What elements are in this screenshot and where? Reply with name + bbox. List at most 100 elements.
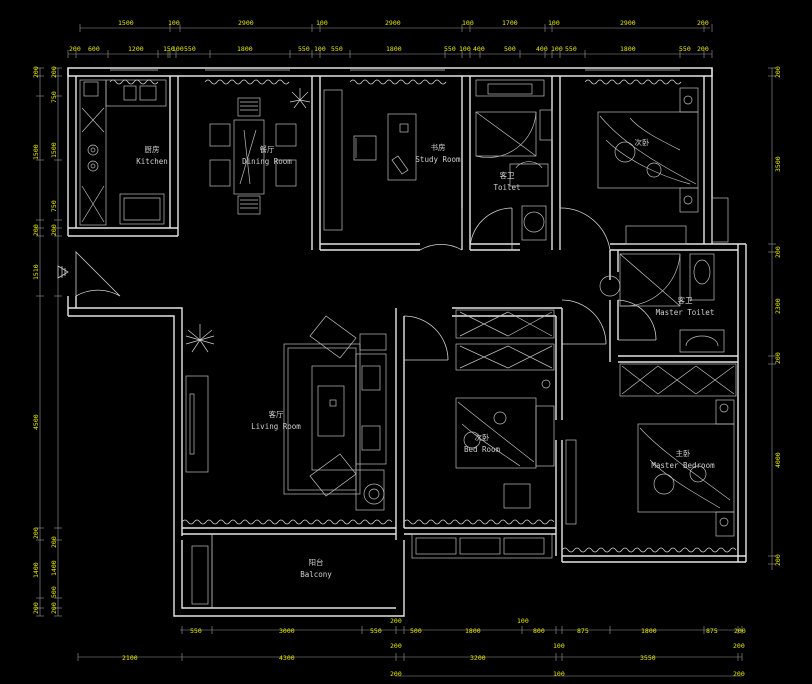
- room-label-en: Toilet: [493, 183, 520, 192]
- room-label-cn: 次卧: [475, 432, 490, 442]
- dim-bottom-mid: 200: [733, 642, 745, 650]
- dim-left: 200: [50, 602, 58, 614]
- room-label-cn: 主卧: [676, 448, 691, 458]
- dim-top-inner: 400: [536, 45, 548, 53]
- dim-top-inner: 500: [504, 45, 516, 53]
- dim-top-inner: 550: [444, 45, 456, 53]
- dim-left: 1500: [50, 142, 58, 158]
- bottom-inner-dimensions: 550 3000 550 200 500 1800 100 800 875 18…: [190, 617, 746, 635]
- master-bedroom-furniture: [565, 363, 737, 537]
- plant-icon: [185, 88, 311, 353]
- dim-bottom: 550: [370, 627, 382, 635]
- dim-left: 750: [50, 91, 58, 103]
- room-label-en: Bed Room: [464, 445, 501, 454]
- dim-top-inner: 550: [679, 45, 691, 53]
- dim-top-inner: 150: [163, 45, 175, 53]
- dim-top-inner: 550: [184, 45, 196, 53]
- room-label-cn: 客卫: [678, 295, 693, 305]
- dim-top-outer-3: 2900: [238, 19, 254, 27]
- dim-right: 4000: [774, 452, 782, 468]
- room-labels: 厨房 Kitchen 餐厅 Dining Room 书房 Study Room …: [136, 137, 715, 579]
- room-label-cn: 厨房: [145, 144, 160, 154]
- dim-bottom-mid: 100: [553, 642, 565, 650]
- dim-top-outer-6: 100: [462, 19, 474, 27]
- dim-bottom-outer: 100: [553, 670, 565, 678]
- dimension-lines: [36, 24, 776, 677]
- dining-furniture: [209, 97, 297, 215]
- dim-top-inner: 1800: [620, 45, 636, 53]
- room-label-en: Study Room: [415, 155, 461, 164]
- dim-bottom: 200: [734, 627, 746, 635]
- dim-bottom-outer: 200: [390, 670, 402, 678]
- dim-bottom-mid: 3550: [640, 654, 656, 662]
- dim-left: 200: [32, 602, 40, 614]
- room-label-en: Living Room: [251, 422, 301, 431]
- dim-top-inner: 400: [473, 45, 485, 53]
- dim-top-outer-4: 100: [316, 19, 328, 27]
- room-label-en: Dining Room: [242, 157, 292, 166]
- room-label-en: Kitchen: [136, 157, 168, 166]
- dim-top-outer-8: 100: [548, 19, 560, 27]
- dim-bottom: 1800: [465, 627, 481, 635]
- dim-left: 1500: [32, 144, 40, 160]
- dim-bottom-mid: 200: [390, 642, 402, 650]
- dim-right: 200: [774, 554, 782, 566]
- master-toilet-furniture: [599, 253, 725, 353]
- dim-bottom: 1800: [641, 627, 657, 635]
- dim-top-inner: 1800: [386, 45, 402, 53]
- dim-right: 200: [774, 246, 782, 258]
- dim-top-inner: 100: [314, 45, 326, 53]
- dim-bottom: 875: [577, 627, 589, 635]
- bottom-outer-dimensions: 200 100 200: [390, 670, 745, 678]
- bedroom-top-right-furniture: [597, 87, 729, 245]
- room-label-cn: 次卧: [635, 137, 650, 147]
- room-label-cn: 阳台: [309, 557, 324, 567]
- dim-top-outer-2: 100: [168, 19, 180, 27]
- walls: [67, 67, 747, 617]
- balcony-furniture: [191, 545, 209, 605]
- bottom-mid-dimensions: 2100 4300 200 3200 100 3550 200: [122, 642, 745, 662]
- dim-bottom: 100: [517, 617, 529, 625]
- dim-right: 200: [774, 66, 782, 78]
- dim-top-inner: 200: [69, 45, 81, 53]
- toilet-furniture: [475, 79, 553, 241]
- dim-top-inner: 550: [331, 45, 343, 53]
- room-label-en: Master Bedroom: [651, 461, 715, 470]
- dim-top-inner: 600: [88, 45, 100, 53]
- room-label-en: Master Toilet: [656, 308, 715, 317]
- right-dimensions: 200 3500 200 2300 200 4000 200: [774, 66, 782, 566]
- dim-left: 200: [32, 66, 40, 78]
- dim-right: 200: [774, 352, 782, 364]
- dim-left: 750: [50, 200, 58, 212]
- dim-bottom-mid: 2100: [122, 654, 138, 662]
- dim-top-inner: 100: [172, 45, 184, 53]
- room-label-cn: 客卫: [500, 170, 515, 180]
- dim-top-outer-5: 2900: [385, 19, 401, 27]
- dim-top-inner: 1800: [237, 45, 253, 53]
- left-dimensions: 200 200 750 1500 1500 750 200 200 1510 4…: [32, 66, 58, 614]
- entry-arrow-icon: [57, 265, 69, 279]
- dim-bottom: 3000: [279, 627, 295, 635]
- bedroom-2-furniture: [411, 309, 555, 559]
- curtains: [109, 79, 737, 553]
- room-label-en: Balcony: [300, 570, 332, 579]
- dim-top-outer-7: 1700: [502, 19, 518, 27]
- room-label-cn: 客厅: [269, 409, 284, 419]
- room-label-cn: 书房: [431, 142, 446, 152]
- dim-left: 4500: [32, 414, 40, 430]
- dim-left: 1400: [50, 560, 58, 576]
- dim-bottom: 200: [390, 617, 402, 625]
- dim-bottom: 550: [190, 627, 202, 635]
- dim-top-inner: 200: [697, 45, 709, 53]
- dim-top-outer-10: 200: [697, 19, 709, 27]
- dim-right: 3500: [774, 156, 782, 172]
- dim-left: 200: [50, 224, 58, 236]
- dim-top-inner: 100: [551, 45, 563, 53]
- dim-left: 500: [50, 586, 58, 598]
- top-inner-dimensions: 200 600 1200 150 100 550 1800 550 100 55…: [69, 45, 709, 53]
- study-furniture: [323, 89, 417, 231]
- dim-top-inner: 1200: [128, 45, 144, 53]
- dim-left: 1400: [32, 562, 40, 578]
- room-label-cn: 餐厅: [260, 145, 275, 154]
